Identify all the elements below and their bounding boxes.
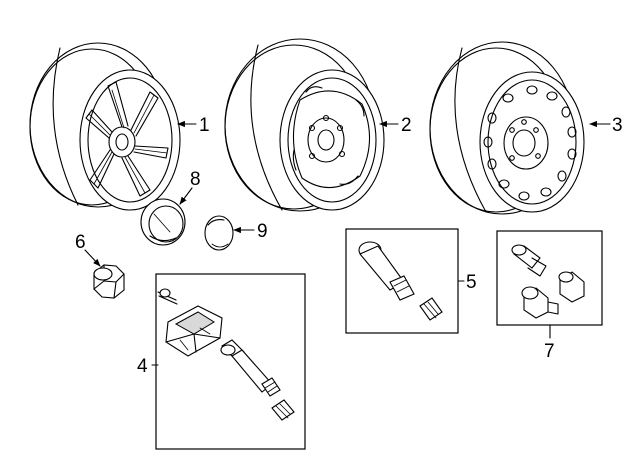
valve-stem-kit-box-part-5	[345, 228, 459, 334]
callout-9: 9	[257, 221, 268, 242]
lug-lock-kit-box-part-7	[496, 230, 603, 326]
callout-7: 7	[544, 341, 555, 362]
leader-8	[179, 187, 193, 205]
alloy-wheel-part-1	[29, 42, 181, 211]
callout-5: 5	[466, 272, 477, 293]
leader-lines	[84, 120, 611, 366]
callout-4: 4	[137, 356, 148, 377]
lug-nut-part-6	[93, 264, 125, 299]
leader-6	[84, 249, 101, 267]
steel-wheel-part-3	[429, 41, 585, 215]
center-cap-part-9	[204, 215, 234, 251]
tpms-sensor-kit-box-part-4	[155, 273, 306, 450]
callout-3: 3	[612, 115, 623, 136]
callout-2: 2	[401, 115, 412, 136]
steel-wheel-part-2	[224, 38, 385, 212]
callout-8: 8	[190, 169, 201, 190]
callout-1: 1	[199, 115, 210, 136]
center-cap-part-8	[140, 198, 186, 246]
callout-6: 6	[75, 232, 86, 253]
